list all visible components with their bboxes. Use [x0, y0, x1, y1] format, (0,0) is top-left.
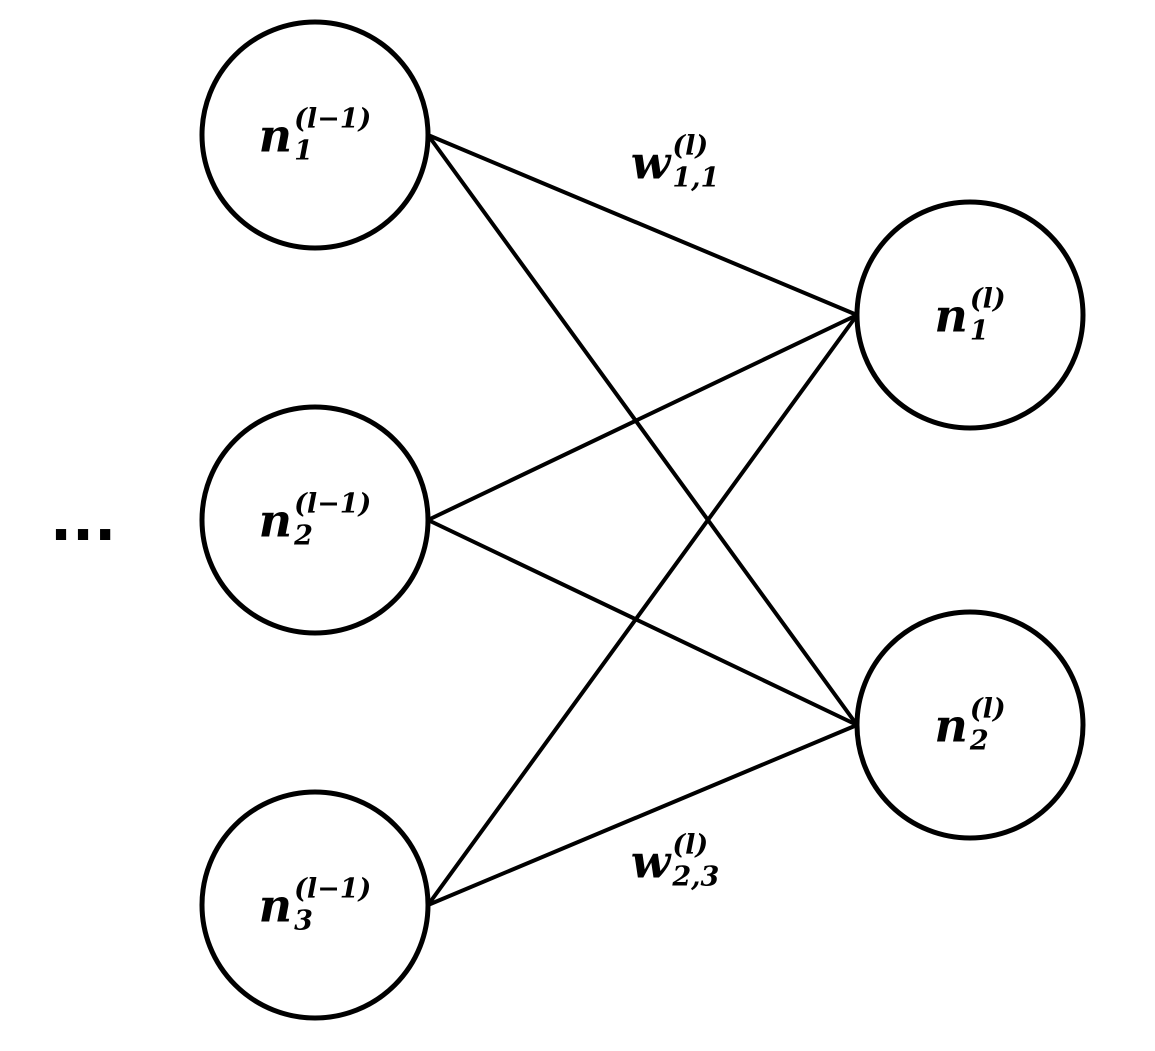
edge-prev3-to-curr1 [426, 313, 859, 907]
node-scripts: (l) 2 [970, 696, 1006, 755]
node-circle-prev-3 [199, 789, 431, 1021]
node-label-prev-1: n (l−1) 1 [259, 106, 372, 165]
edges-group [426, 133, 859, 907]
node-scripts: (l−1) 2 [294, 491, 371, 550]
node-scripts: (l−1) 1 [294, 106, 371, 165]
edge-prev2-to-curr1 [426, 313, 859, 522]
node-symbol: n [934, 698, 968, 752]
node-superscript: (l) [969, 693, 1006, 725]
node-label-prev-3: n (l−1) 3 [259, 876, 372, 935]
node-symbol: n [258, 108, 293, 162]
node-symbol: n [258, 878, 293, 932]
node-scripts: (l−1) 3 [294, 876, 371, 935]
node-subscript: 1 [294, 135, 313, 167]
edge-weight-label-w11: w (l) 1,1 [631, 133, 720, 192]
node-circle-prev-1 [199, 19, 431, 251]
edge-prev1-to-curr2 [426, 133, 859, 727]
weight-symbol: w [630, 135, 671, 189]
weight-scripts: (l) 1,1 [672, 133, 719, 192]
ellipsis-more-layers: ... [50, 486, 117, 554]
edge-prev1-to-curr1 [426, 133, 859, 317]
weight-subscript: 1,1 [672, 162, 720, 194]
node-superscript: (l) [969, 283, 1006, 315]
node-superscript: (l−1) [294, 103, 372, 135]
weight-superscript: (l) [672, 829, 709, 861]
weight-subscript: 2,3 [672, 861, 720, 893]
node-label-curr-2: n (l) 2 [934, 696, 1005, 755]
node-superscript: (l−1) [294, 873, 372, 905]
node-subscript: 1 [969, 315, 989, 347]
node-circle-curr-2 [854, 609, 1086, 841]
node-subscript: 2 [969, 725, 989, 757]
weight-superscript: (l) [672, 130, 709, 162]
edge-prev2-to-curr2 [426, 518, 859, 727]
node-label-curr-1: n (l) 1 [934, 286, 1005, 345]
node-subscript: 3 [294, 905, 313, 937]
node-circle-prev-2 [199, 404, 431, 636]
weight-symbol: w [630, 834, 671, 888]
node-symbol: n [934, 288, 968, 342]
node-circle-curr-1 [854, 199, 1086, 431]
edge-weight-label-w23: w (l) 2,3 [631, 832, 720, 891]
edge-prev3-to-curr2 [426, 723, 859, 907]
weight-scripts: (l) 2,3 [672, 832, 719, 891]
node-symbol: n [258, 493, 293, 547]
node-subscript: 2 [294, 520, 313, 552]
node-scripts: (l) 1 [970, 286, 1006, 345]
node-superscript: (l−1) [294, 488, 372, 520]
nodes-group [199, 19, 1086, 1021]
node-label-prev-2: n (l−1) 2 [259, 491, 372, 550]
